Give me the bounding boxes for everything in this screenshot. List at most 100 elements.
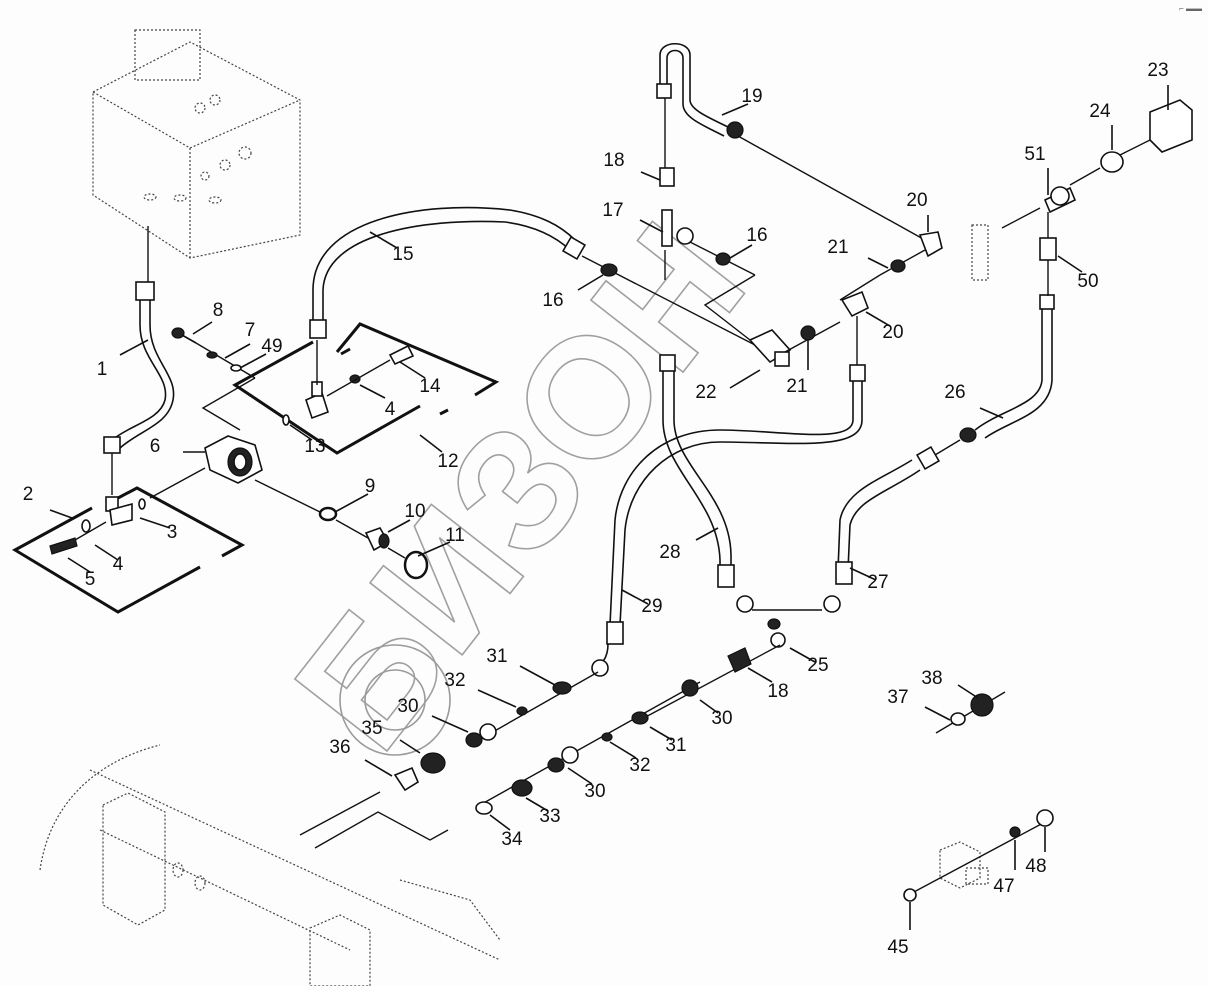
- callout-1: 1: [97, 339, 149, 380]
- callout-number: 9: [365, 476, 376, 497]
- callout-leader-line: [369, 231, 398, 249]
- callout-31: 31: [649, 726, 687, 756]
- callout-37: 37: [887, 687, 951, 721]
- callout-leader-line: [729, 244, 753, 259]
- fitting-chain: [393, 671, 701, 815]
- callout-11: 11: [417, 525, 465, 557]
- callout-number: 20: [882, 322, 903, 343]
- callout-16: 16: [542, 274, 604, 311]
- callout-32: 32: [609, 741, 651, 776]
- elbows-20-21: [839, 231, 943, 365]
- callout-number: 14: [419, 376, 441, 397]
- callout-30: 30: [397, 696, 469, 733]
- callout-number: 48: [1025, 856, 1046, 877]
- callout-6: 6: [150, 436, 205, 457]
- callout-number: 13: [304, 436, 325, 457]
- callout-7: 7: [224, 320, 256, 359]
- bolt-8-washers: [171, 327, 256, 431]
- callout-48: 48: [1025, 827, 1047, 877]
- callout-49: 49: [239, 336, 283, 369]
- callout-number: 5: [85, 569, 96, 590]
- callout-number: 21: [786, 376, 807, 397]
- chassis-frame: [39, 744, 501, 986]
- callout-number: 17: [602, 200, 623, 221]
- tee-25: [639, 609, 822, 721]
- callout-13: 13: [289, 424, 326, 457]
- callout-15: 15: [369, 231, 414, 265]
- callout-leader-line: [640, 171, 661, 181]
- watermark-text: БИЗОН: [259, 190, 780, 783]
- callout-number: 4: [385, 399, 396, 420]
- bracket-frame-2: [11, 467, 246, 614]
- callout-number: 33: [539, 806, 560, 827]
- callout-number: 10: [404, 501, 425, 522]
- callout-36: 36: [329, 737, 393, 777]
- callout-17: 17: [602, 200, 664, 233]
- callout-26: 26: [944, 382, 1004, 419]
- callout-number: 34: [501, 829, 523, 850]
- callout-number: 15: [392, 244, 413, 265]
- seals-9-10-11: [318, 506, 429, 580]
- callout-leader-line: [49, 509, 73, 519]
- callout-23: 23: [1147, 60, 1169, 110]
- callout-leader-line: [224, 343, 251, 359]
- callout-number: 51: [1024, 144, 1045, 165]
- callout-number: 6: [150, 436, 161, 457]
- callout-leader-line: [387, 519, 411, 533]
- callout-leader-line: [419, 434, 443, 453]
- callout-number: 22: [695, 382, 716, 403]
- callout-number: 24: [1089, 101, 1111, 122]
- hose-1: [103, 281, 175, 495]
- callout-leader-line: [489, 814, 511, 831]
- callout-leader-line: [865, 311, 891, 327]
- callout-19: 19: [721, 86, 763, 116]
- callout-leader-line: [289, 424, 313, 441]
- callout-number: 29: [641, 596, 662, 617]
- callout-14: 14: [399, 361, 441, 397]
- callout-24: 24: [1089, 101, 1113, 150]
- callout-leader-line: [519, 665, 556, 686]
- callout-leader-line: [239, 353, 267, 369]
- callout-number: 28: [659, 542, 680, 563]
- fittings-37-38: [935, 691, 1006, 734]
- callout-leader-line: [957, 684, 979, 699]
- callout-leader-line: [924, 706, 951, 721]
- callout-number: 20: [906, 190, 927, 211]
- callout-number: 47: [993, 876, 1014, 897]
- callout-20: 20: [865, 311, 904, 343]
- callout-leader-line: [729, 369, 761, 389]
- bracket-45-47-48: [903, 809, 1054, 902]
- callout-leader-line: [639, 219, 664, 233]
- callout-38: 38: [921, 668, 979, 699]
- callout-9: 9: [334, 476, 376, 513]
- callout-number: 7: [245, 320, 256, 341]
- callout-number: 27: [867, 572, 888, 593]
- callout-leader-line: [789, 647, 816, 663]
- callout-leader-line: [609, 741, 637, 759]
- callout-27: 27: [849, 567, 889, 593]
- callout-leader-line: [364, 759, 393, 777]
- callout-21: 21: [827, 237, 889, 269]
- callout-leader-line: [649, 726, 673, 741]
- callout-4: 4: [94, 544, 124, 575]
- callout-leader-line: [577, 274, 604, 291]
- callout-31: 31: [486, 646, 556, 686]
- callout-leader-line: [139, 517, 171, 529]
- callout-number: 19: [741, 86, 762, 107]
- callout-number: 31: [665, 735, 686, 756]
- callout-5: 5: [67, 557, 96, 590]
- callout-leader-line: [94, 544, 119, 561]
- callout-30: 30: [699, 699, 733, 729]
- callout-25: 25: [789, 647, 829, 676]
- callout-number: 45: [887, 937, 908, 958]
- callout-leader-line: [1057, 255, 1083, 273]
- bracket-frame-12: [232, 322, 500, 455]
- callout-number: 16: [542, 290, 563, 311]
- callout-3: 3: [139, 517, 177, 543]
- callout-16: 16: [729, 225, 768, 259]
- callout-18: 18: [603, 150, 661, 181]
- callout-leader-line: [359, 384, 386, 399]
- callout-number: 26: [944, 382, 965, 403]
- valve-23-chain: [971, 99, 1193, 296]
